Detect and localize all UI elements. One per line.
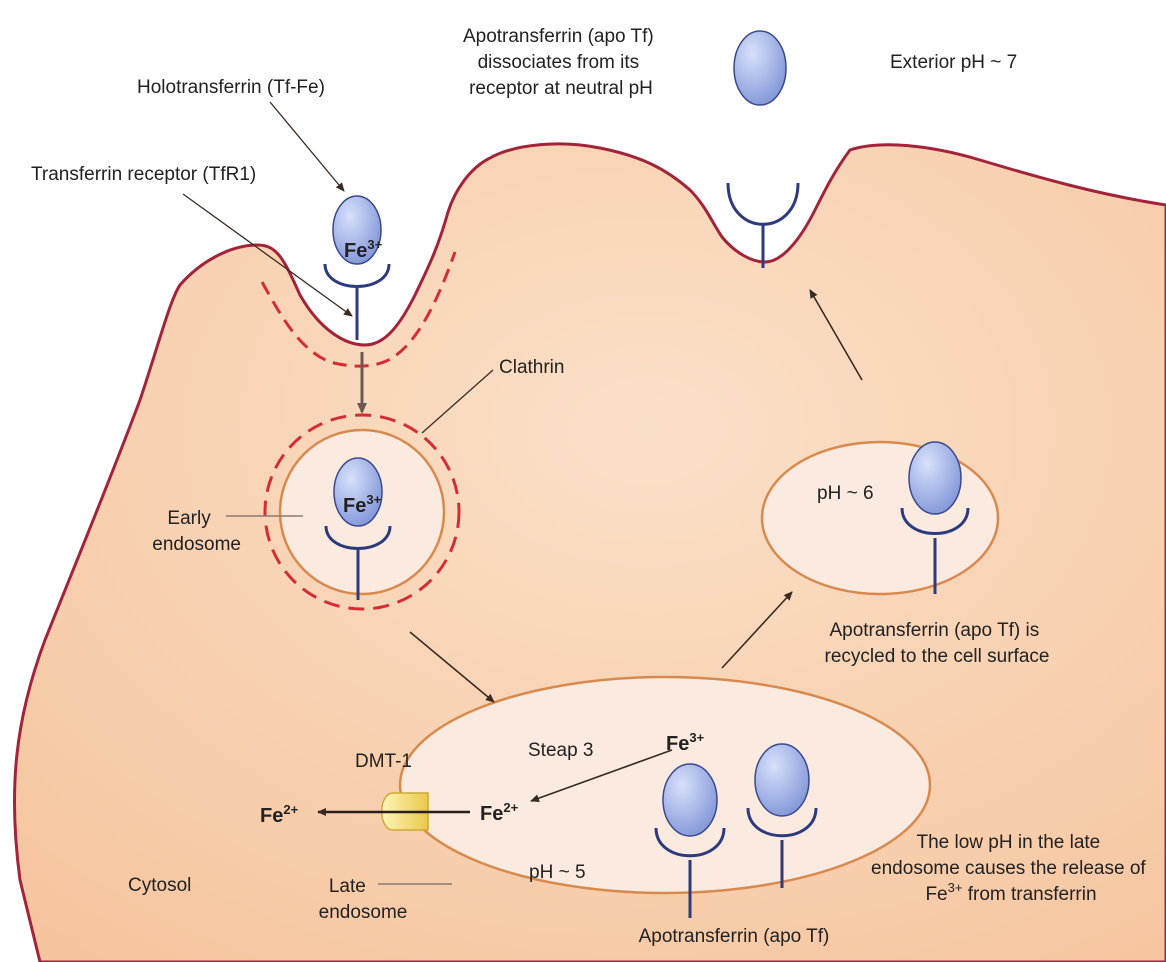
holotransferrin-surface: Fe3+	[323, 195, 391, 340]
fe-label: Fe	[344, 240, 367, 262]
dmt1-label: DMT-1	[355, 751, 412, 772]
clathrin-coat-pit	[260, 251, 457, 368]
exterior-ph-label: Exterior pH ~ 7	[890, 52, 1017, 73]
early-endosome: Fe3+	[263, 413, 461, 611]
arrow-early-to-late	[409, 631, 495, 703]
recycling-endosome	[760, 440, 1000, 596]
late-endosome-label: Late endosome	[319, 876, 408, 923]
surface-receptor-empty	[726, 182, 800, 268]
apotransferrin-exterior	[733, 30, 787, 106]
fe2-cytosol: Fe2+	[260, 802, 299, 827]
leader-lines	[182, 101, 494, 434]
leader-holotransferrin	[269, 101, 345, 192]
arrow-recycling-to-surface	[809, 289, 863, 381]
pathway-arrows	[409, 289, 863, 803]
recycling-ph-label: pH ~ 6	[817, 483, 874, 504]
svg-text:Fe3+: Fe3+	[344, 237, 383, 262]
svg-text:Fe3+: Fe3+	[343, 492, 382, 517]
leader-clathrin	[421, 369, 494, 434]
recycled-label: Apotransferrin (apo Tf) is recycled to t…	[825, 620, 1050, 667]
early-endosome-label: Early endosome	[152, 508, 241, 555]
apotransferrin-bottom-label: Apotransferrin (apo Tf)	[639, 926, 830, 947]
fe2-in-late-endosome: Fe2+	[480, 800, 519, 825]
transferrin-receptor-label: Transferrin receptor (TfR1)	[31, 164, 256, 185]
late-ph-label: pH ~ 5	[529, 862, 586, 883]
charge-label: 3+	[366, 492, 381, 507]
steap3-label: Steap 3	[528, 740, 594, 761]
arrow-steap3-reduction	[530, 749, 673, 803]
apo-dissociates-label: Apotransferrin (apo Tf) dissociates from…	[463, 26, 659, 99]
leader-transferrin-receptor	[182, 193, 353, 317]
clathrin-label: Clathrin	[499, 357, 564, 378]
gray-leader-lines	[226, 515, 452, 885]
fe-label: Fe	[343, 495, 366, 517]
late-endosome	[398, 675, 932, 918]
fe3-in-late-endosome: Fe3+	[666, 730, 705, 755]
release-label: The low pH in the late endosome causes t…	[871, 832, 1151, 905]
holotransferrin-label: Holotransferrin (Tf-Fe)	[137, 77, 325, 98]
arrow-late-to-recycling	[721, 591, 793, 669]
charge-label: 3+	[367, 237, 382, 252]
cytosol-label: Cytosol	[128, 875, 191, 896]
